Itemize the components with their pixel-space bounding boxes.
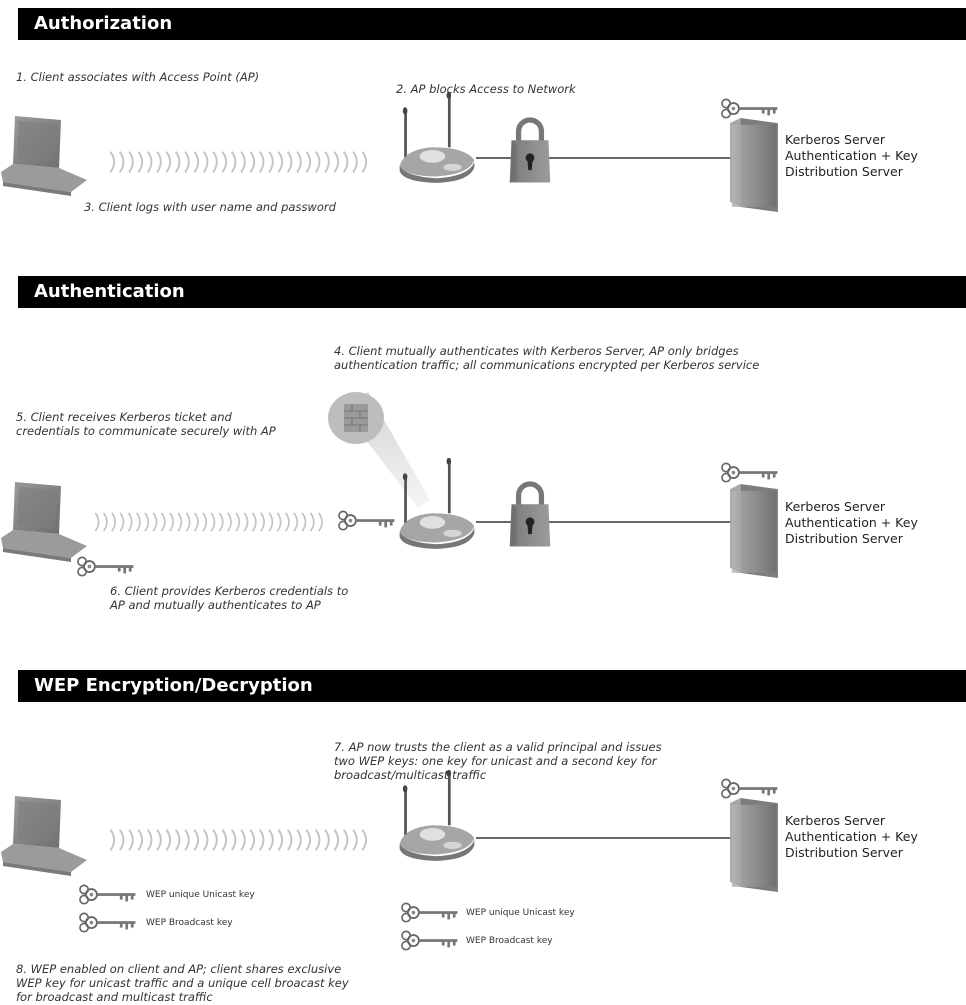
ap-broadcast-key-label: WEP Broadcast key [466,936,553,946]
step-4-note: 4. Client mutually authenticates with Ke… [334,344,760,372]
step-5-note: 5. Client receives Kerberos ticket and c… [16,410,276,438]
firewall-icon [344,404,368,432]
step-6-note: 6. Client provides Kerberos credentials … [110,584,349,612]
section-title-wep: WEP Encryption/Decryption [18,670,966,702]
access-point-icon [399,770,475,861]
section-title-authorization: Authorization [18,8,966,40]
step-8-note: 8. WEP enabled on client and AP; client … [16,962,349,1004]
key-icon [400,930,459,951]
server-tower-icon [730,798,778,892]
key-icon [78,912,137,933]
server-label: Kerberos Server Authentication + Key Dis… [785,132,918,179]
client-broadcast-key-label: WEP Broadcast key [146,918,233,928]
step-7-note: 7. AP now trusts the client as a valid p… [334,740,662,782]
step-2-note: 2. AP blocks Access to Network [396,82,576,96]
client-unicast-key-label: WEP unique Unicast key [146,890,255,900]
key-icon [720,778,779,799]
section-title-authentication: Authentication [18,276,966,308]
server-label: Kerberos Server Authentication + Key Dis… [785,813,918,860]
ap-unicast-key-label: WEP unique Unicast key [466,908,575,918]
key-icon [400,902,459,923]
laptop-icon [1,796,87,876]
step-3-note: 3. Client logs with user name and passwo… [84,200,336,214]
authorization-diagram [1,92,779,212]
step-1-note: 1. Client associates with Access Point (… [16,70,260,84]
authentication-diagram [1,392,779,578]
server-label: Kerberos Server Authentication + Key Dis… [785,499,918,546]
wireless-signal-icon [109,828,368,852]
key-icon [78,884,137,905]
